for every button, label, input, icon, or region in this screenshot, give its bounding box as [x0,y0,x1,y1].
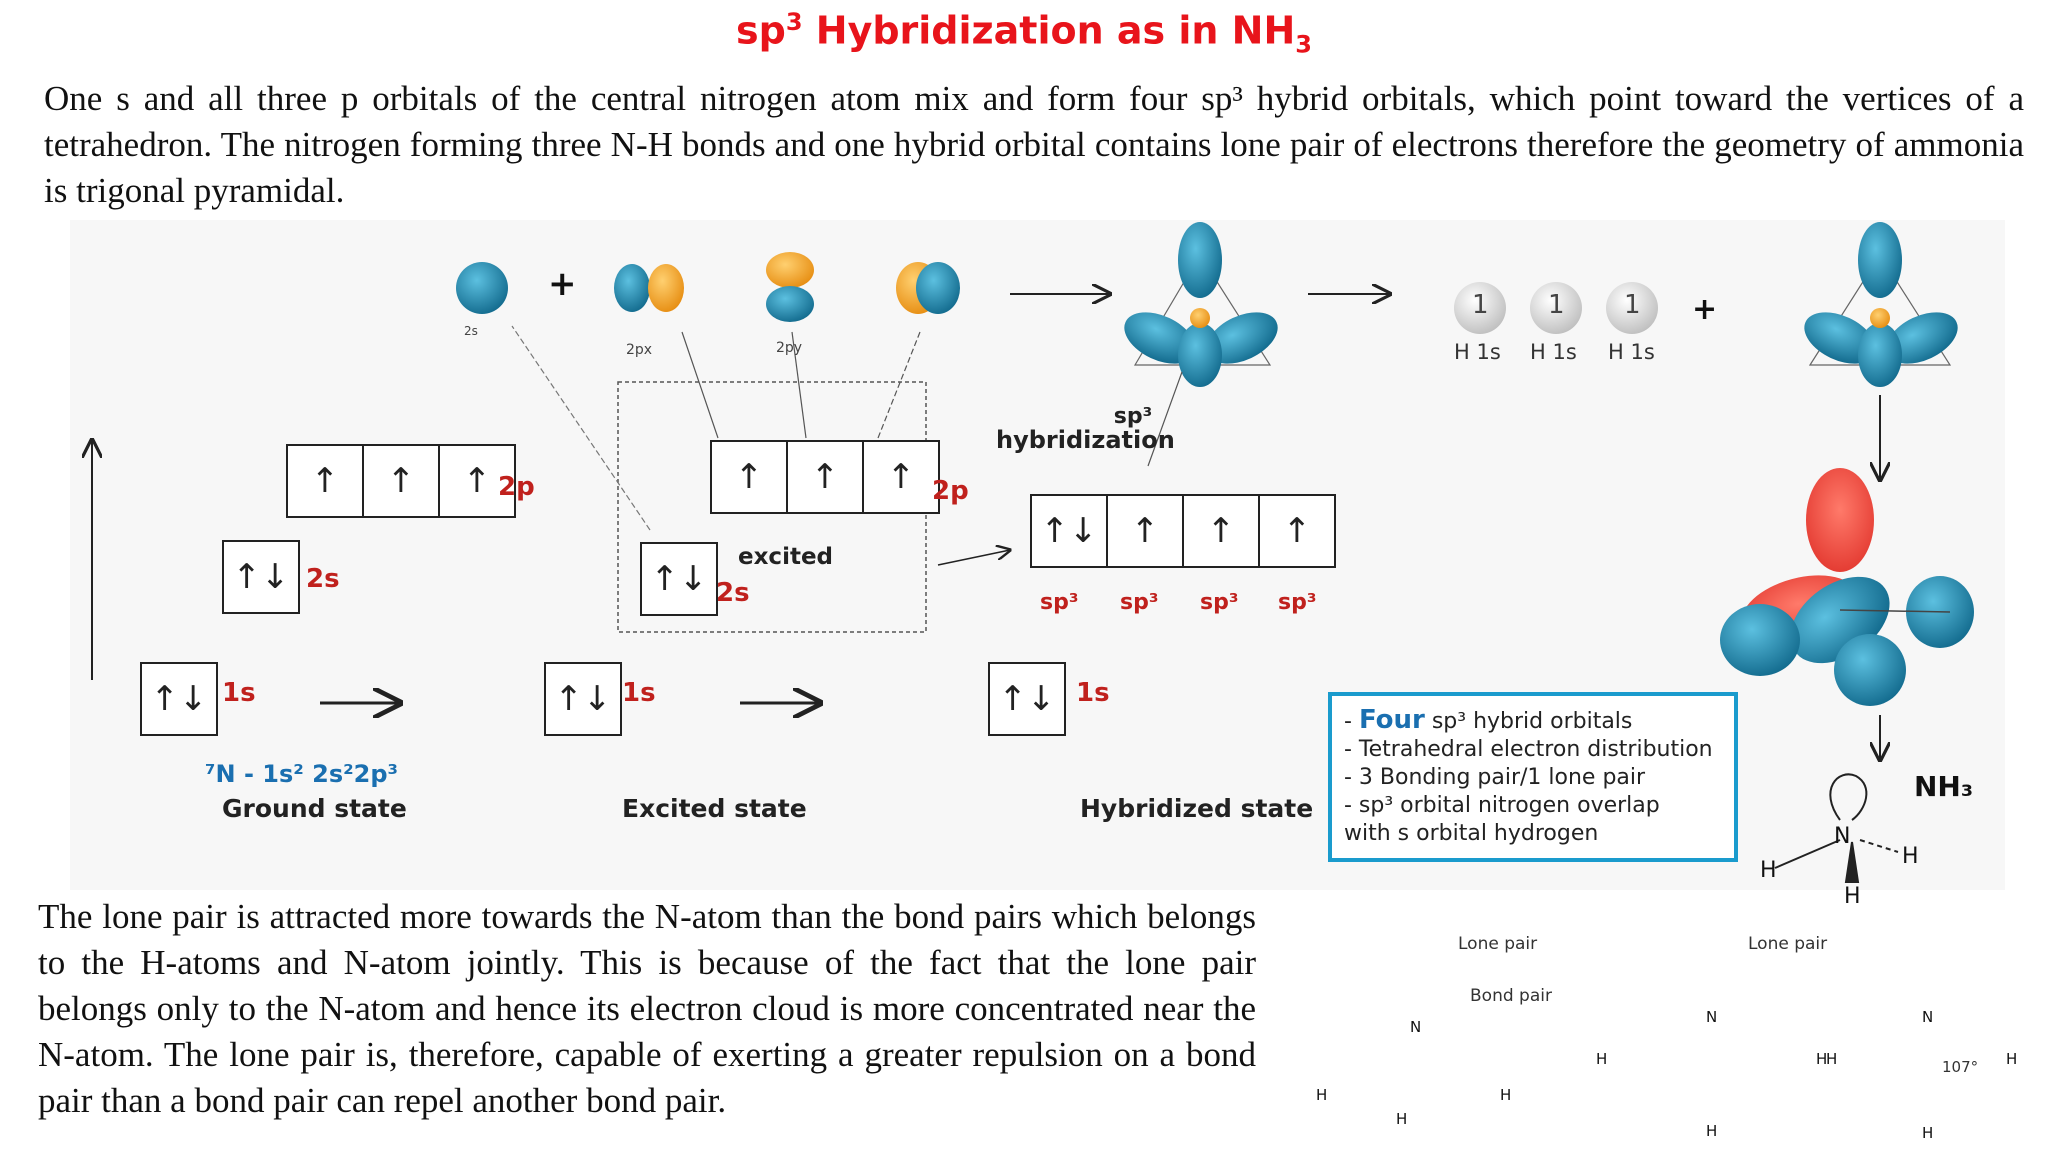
page-title: sp3 Hybridization as in NH3 [736,8,1312,59]
2py-label: 2py [776,340,803,356]
info-line: - sp³ orbital nitrogen overlap [1344,793,1660,818]
hybrid-cell-label: sp³ [1040,590,1079,615]
excited-2p-label: 2p [932,476,969,506]
sp3-hybrid-orbital-icon-right [1804,222,1958,387]
excited-state-label: Excited state [622,794,807,823]
hybridization-heading: hybridization [996,426,1175,454]
orbital-diagram [70,222,1974,883]
excited-2p-box: ↑↑↑ [710,440,940,514]
intro-paragraph: One s and all three p orbitals of the ce… [44,79,2024,210]
hybrid-1s-box: ↑↓ [988,662,1066,736]
info-line: - Tetrahedral electron distribution [1344,737,1713,762]
lone-pair-paragraph: The lone pair is attracted more towards … [38,897,1256,1120]
excited-2s-label: 2s [716,578,750,608]
lone-pair-label: Lone pair [1748,934,1828,954]
info-line: - 3 Bonding pair/1 lone pair [1344,765,1646,790]
plus-sign: + [1692,292,1718,327]
ground-state-label: Ground state [222,794,407,823]
bond-pair-label: Bond pair [1470,986,1552,1006]
h1s-label: H 1s [1530,340,1577,364]
ground-2s-box: ↑↓ [222,540,300,614]
h1s-digit: 1 [1472,290,1489,320]
hydrogen-label: H [1596,1050,1608,1068]
h1s-label: H 1s [1454,340,1501,364]
ground-2p-label: 2p [498,472,535,502]
excited-1s-label: 1s [622,678,656,708]
nh3-formula: NH₃ [1914,770,1974,803]
excited-1s-box: ↑↓ [544,662,622,736]
sp3-heading: sp³ [1113,404,1153,429]
nitrogen-label: N [1706,1008,1718,1026]
info-line: sp³ hybrid orbitals [1424,709,1633,734]
hybrid-sp3-box: ↑↓↑↑↑ [1030,494,1336,568]
info-line: with s orbital hydrogen [1344,821,1599,846]
excited-label: excited [738,544,834,570]
lone-pair-label: Lone pair [1458,934,1538,954]
hydrogen-label: H [1816,1050,1828,1068]
hybrid-1s-label: 1s [1076,678,1110,708]
plus-sign: + [548,264,577,304]
nitrogen-label: N [1410,1018,1422,1036]
hydrogen-label: H [1902,844,1919,869]
hydrogen-label: H [1396,1110,1408,1128]
hydrogen-label: H [1760,858,1777,883]
ground-1s-label: 1s [222,678,256,708]
hydrogen-label: H [1706,1122,1718,1140]
nh3-orbital-model-icon [1720,468,1974,706]
nitrogen-label: N [1834,824,1851,849]
hydrogen-label: H [1844,884,1861,909]
hybrid-cell-label: sp³ [1200,590,1239,615]
h1s-label: H 1s [1608,340,1655,364]
h1s-digit: 1 [1548,290,1565,320]
hydrogen-label: H [1922,1124,1934,1142]
summary-box: - Four sp³ hybrid orbitals - Tetrahedral… [1328,692,1738,862]
excited-2s-box: ↑↓ [640,542,718,616]
ground-2s-label: 2s [306,564,340,594]
2s-label: 2s [464,324,478,338]
2px-label: 2px [626,342,653,358]
bond-angle-label: 107° [1942,1058,1979,1076]
nh3-structure-icon [1774,773,1899,883]
hybridization-figure: ↑↑↑ 2p ↑↓ 2s ↑↓ 1s ⁷N - 1s² 2s²2p³ Groun… [70,220,2017,1142]
sp3-hybrid-orbital-icon [1124,222,1278,387]
electron-configuration: ⁷N - 1s² 2s²2p³ [205,760,399,788]
ground-1s-box: ↑↓ [140,662,218,736]
hydrogen-label: H [2006,1050,2018,1068]
ground-2p-box: ↑↑↑ [286,444,516,518]
hydrogen-label: H [1500,1086,1512,1104]
hybrid-cell-label: sp³ [1278,590,1317,615]
hydrogen-label: H [1316,1086,1328,1104]
h1s-digit: 1 [1624,290,1641,320]
hybrid-cell-label: sp³ [1120,590,1159,615]
hydrogen-label: H [1826,1050,1838,1068]
hybridized-state-label: Hybridized state [1080,794,1314,823]
nitrogen-label: N [1922,1008,1934,1026]
2s-orbital-icon [456,262,508,314]
info-lead: Four [1358,705,1425,735]
